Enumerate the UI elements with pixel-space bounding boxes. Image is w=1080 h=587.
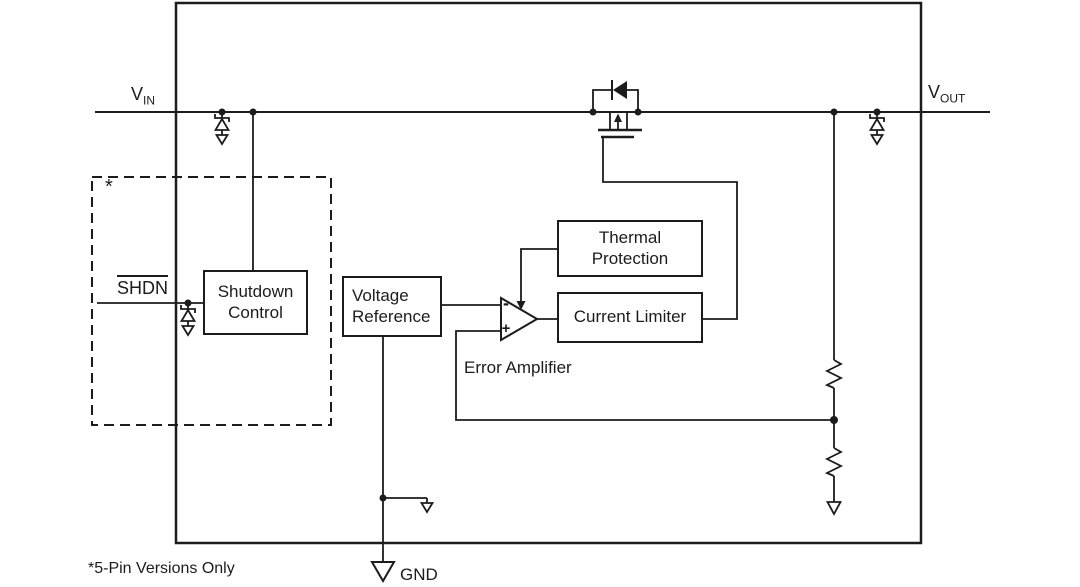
voltage-reference-block: Voltage Reference — [342, 276, 442, 337]
vout-pin-label: VOUT — [928, 82, 966, 106]
shutdown-control-block: Shutdown Control — [203, 270, 308, 335]
ic-boundary-box — [174, 1, 923, 545]
amp-inverting-sign: - — [503, 293, 509, 313]
vin-clamp-diode-icon — [214, 111, 230, 145]
error-amplifier-label: Error Amplifier — [464, 358, 572, 377]
body-diode-icon — [592, 80, 639, 112]
thermal-shutdown-arrow — [516, 248, 557, 310]
shutdown-control-label: Shutdown Control — [217, 281, 294, 322]
shdn-pin-label: SHDN — [117, 275, 169, 299]
shdn-clamp-diode-icon — [180, 302, 196, 336]
resistor-bottom-icon — [824, 447, 844, 477]
internal-ground-arrow-icon — [419, 502, 435, 514]
divider-ground-arrow-icon — [825, 501, 843, 516]
current-limiter-block: Current Limiter — [557, 292, 703, 343]
vin-pin-label: VIN — [131, 84, 156, 108]
gate-drive-wire — [602, 137, 738, 320]
thermal-protection-block: Thermal Protection — [557, 220, 703, 277]
voltage-reference-label: Voltage Reference — [352, 285, 431, 326]
gnd-pin-icon — [370, 561, 396, 583]
junction-dots — [184, 108, 881, 502]
vout-clamp-diode-icon — [869, 111, 885, 145]
five-pin-option-dashed-box — [91, 176, 332, 426]
five-pin-footnote: *5-Pin Versions Only — [88, 560, 235, 577]
amp-noninverting-sign: + — [501, 320, 511, 337]
pass-transistor-icon — [598, 112, 642, 139]
feedback-divider — [824, 114, 844, 516]
vref-ground-wire — [382, 337, 435, 562]
resistor-top-icon — [824, 359, 844, 389]
error-amp-triangle-icon — [500, 296, 539, 342]
five-pin-asterisk: * — [105, 176, 113, 198]
current-limiter-label: Current Limiter — [573, 307, 687, 327]
feedback-wire — [455, 330, 834, 421]
gnd-pin-label: GND — [400, 565, 438, 584]
thermal-protection-label: Thermal Protection — [591, 227, 669, 268]
